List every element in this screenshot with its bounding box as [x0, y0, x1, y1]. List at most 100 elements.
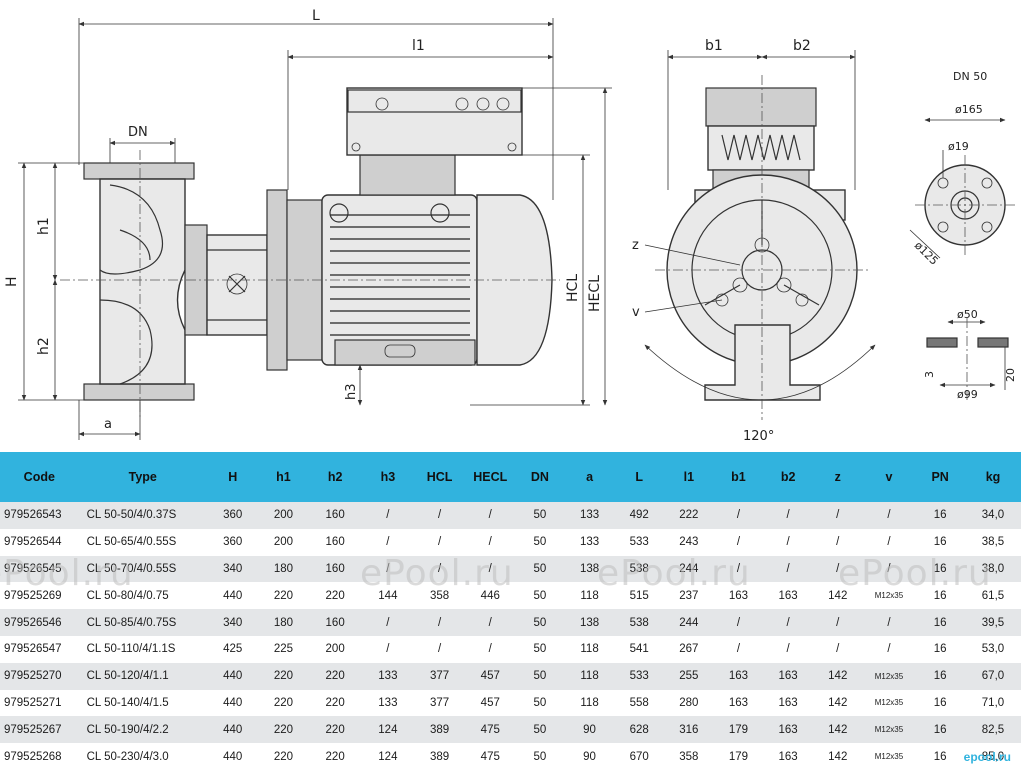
dim-DN: DN	[128, 125, 148, 140]
table-cell: /	[362, 635, 414, 663]
flange-t20: 20	[1004, 368, 1017, 382]
table-cell: M12x35	[862, 582, 916, 610]
brand-logo[interactable]: epool.ru	[963, 750, 1011, 764]
dim-h3: h3	[344, 383, 359, 400]
column-header: Type	[78, 452, 207, 502]
table-cell: 180	[258, 609, 309, 636]
table-cell: /	[862, 609, 916, 636]
table-cell: M12x35	[862, 662, 916, 690]
table-cell: 163	[763, 662, 813, 690]
table-cell: 440	[206, 662, 259, 690]
table-cell: 50	[515, 743, 565, 770]
table-cell: /	[465, 635, 516, 663]
column-header: l1	[664, 452, 714, 502]
dim-a: a	[104, 417, 112, 432]
table-cell: 85,0	[964, 743, 1021, 770]
table-cell: 440	[206, 743, 259, 770]
table-cell: /	[862, 528, 916, 556]
table-cell: 340	[206, 555, 259, 583]
table-cell: 440	[206, 716, 259, 744]
table-cell: 50	[515, 609, 565, 636]
table-cell: CL 50-65/4/0.55S	[78, 528, 207, 556]
front-view: 120° b1 b2 z v	[632, 38, 876, 444]
table-cell: 118	[564, 689, 615, 717]
table-cell: 538	[614, 555, 665, 583]
table-cell: 280	[664, 689, 714, 717]
column-header: L	[614, 452, 665, 502]
table-cell: 50	[515, 689, 565, 717]
table-cell: 39,5	[964, 609, 1021, 636]
dim-L: L	[312, 8, 320, 24]
table-cell: 163	[763, 582, 813, 610]
table-cell: /	[713, 609, 764, 636]
table-cell: 53,0	[964, 635, 1021, 663]
table-cell: 979526547	[0, 635, 79, 663]
table-cell: /	[812, 635, 863, 663]
table-cell: 16	[915, 716, 965, 744]
table-cell: 475	[465, 743, 516, 770]
table-cell: /	[465, 555, 516, 583]
flange-t3: 3	[923, 371, 936, 378]
column-header: PN	[915, 452, 965, 502]
table-cell: 16	[915, 555, 965, 583]
table-cell: 142	[812, 689, 863, 717]
table-cell: 220	[308, 582, 363, 610]
table-cell: 16	[915, 528, 965, 556]
column-header: DN	[515, 452, 565, 502]
column-header: HCL	[413, 452, 466, 502]
column-header: h2	[308, 452, 363, 502]
table-cell: M12x35	[862, 743, 916, 770]
table-cell: CL 50-80/4/0.75	[78, 582, 207, 610]
table-cell: 358	[413, 582, 466, 610]
table-cell: 50	[515, 528, 565, 556]
table-cell: 180	[258, 555, 309, 583]
table-cell: 50	[515, 635, 565, 663]
table-cell: 118	[564, 635, 615, 663]
column-header: h3	[362, 452, 414, 502]
table-cell: 979525270	[0, 662, 79, 690]
table-cell: /	[763, 609, 813, 636]
table-cell: 670	[614, 743, 665, 770]
table-cell: 220	[258, 662, 309, 690]
table-cell: 118	[564, 662, 615, 690]
table-cell: 628	[614, 716, 665, 744]
table-cell: 179	[713, 716, 764, 744]
table-cell: 38,0	[964, 555, 1021, 583]
table-cell: 163	[763, 743, 813, 770]
table-cell: /	[763, 502, 813, 529]
table-cell: /	[763, 635, 813, 663]
table-cell: 124	[362, 716, 414, 744]
dim-h2: h2	[36, 337, 52, 355]
table-cell: 457	[465, 689, 516, 717]
table-cell: 316	[664, 716, 714, 744]
table-cell: /	[362, 609, 414, 636]
table-cell: 220	[258, 716, 309, 744]
table-cell: 16	[915, 662, 965, 690]
table-cell: 541	[614, 635, 665, 663]
table-cell: /	[465, 502, 516, 529]
column-header: h1	[258, 452, 309, 502]
column-header: z	[812, 452, 863, 502]
table-cell: 979526546	[0, 609, 79, 636]
table-cell: 389	[413, 743, 466, 770]
table-cell: /	[812, 555, 863, 583]
table-cell: 160	[308, 555, 363, 583]
table-cell: 71,0	[964, 689, 1021, 717]
dim-angle: 120°	[743, 429, 774, 444]
column-header: kg	[964, 452, 1021, 502]
table-cell: 220	[308, 743, 363, 770]
table-cell: 255	[664, 662, 714, 690]
table-cell: /	[713, 528, 764, 556]
table-cell: 90	[564, 743, 615, 770]
table-cell: 160	[308, 502, 363, 529]
table-cell: 16	[915, 743, 965, 770]
table-cell: 440	[206, 582, 259, 610]
table-cell: 220	[258, 743, 309, 770]
